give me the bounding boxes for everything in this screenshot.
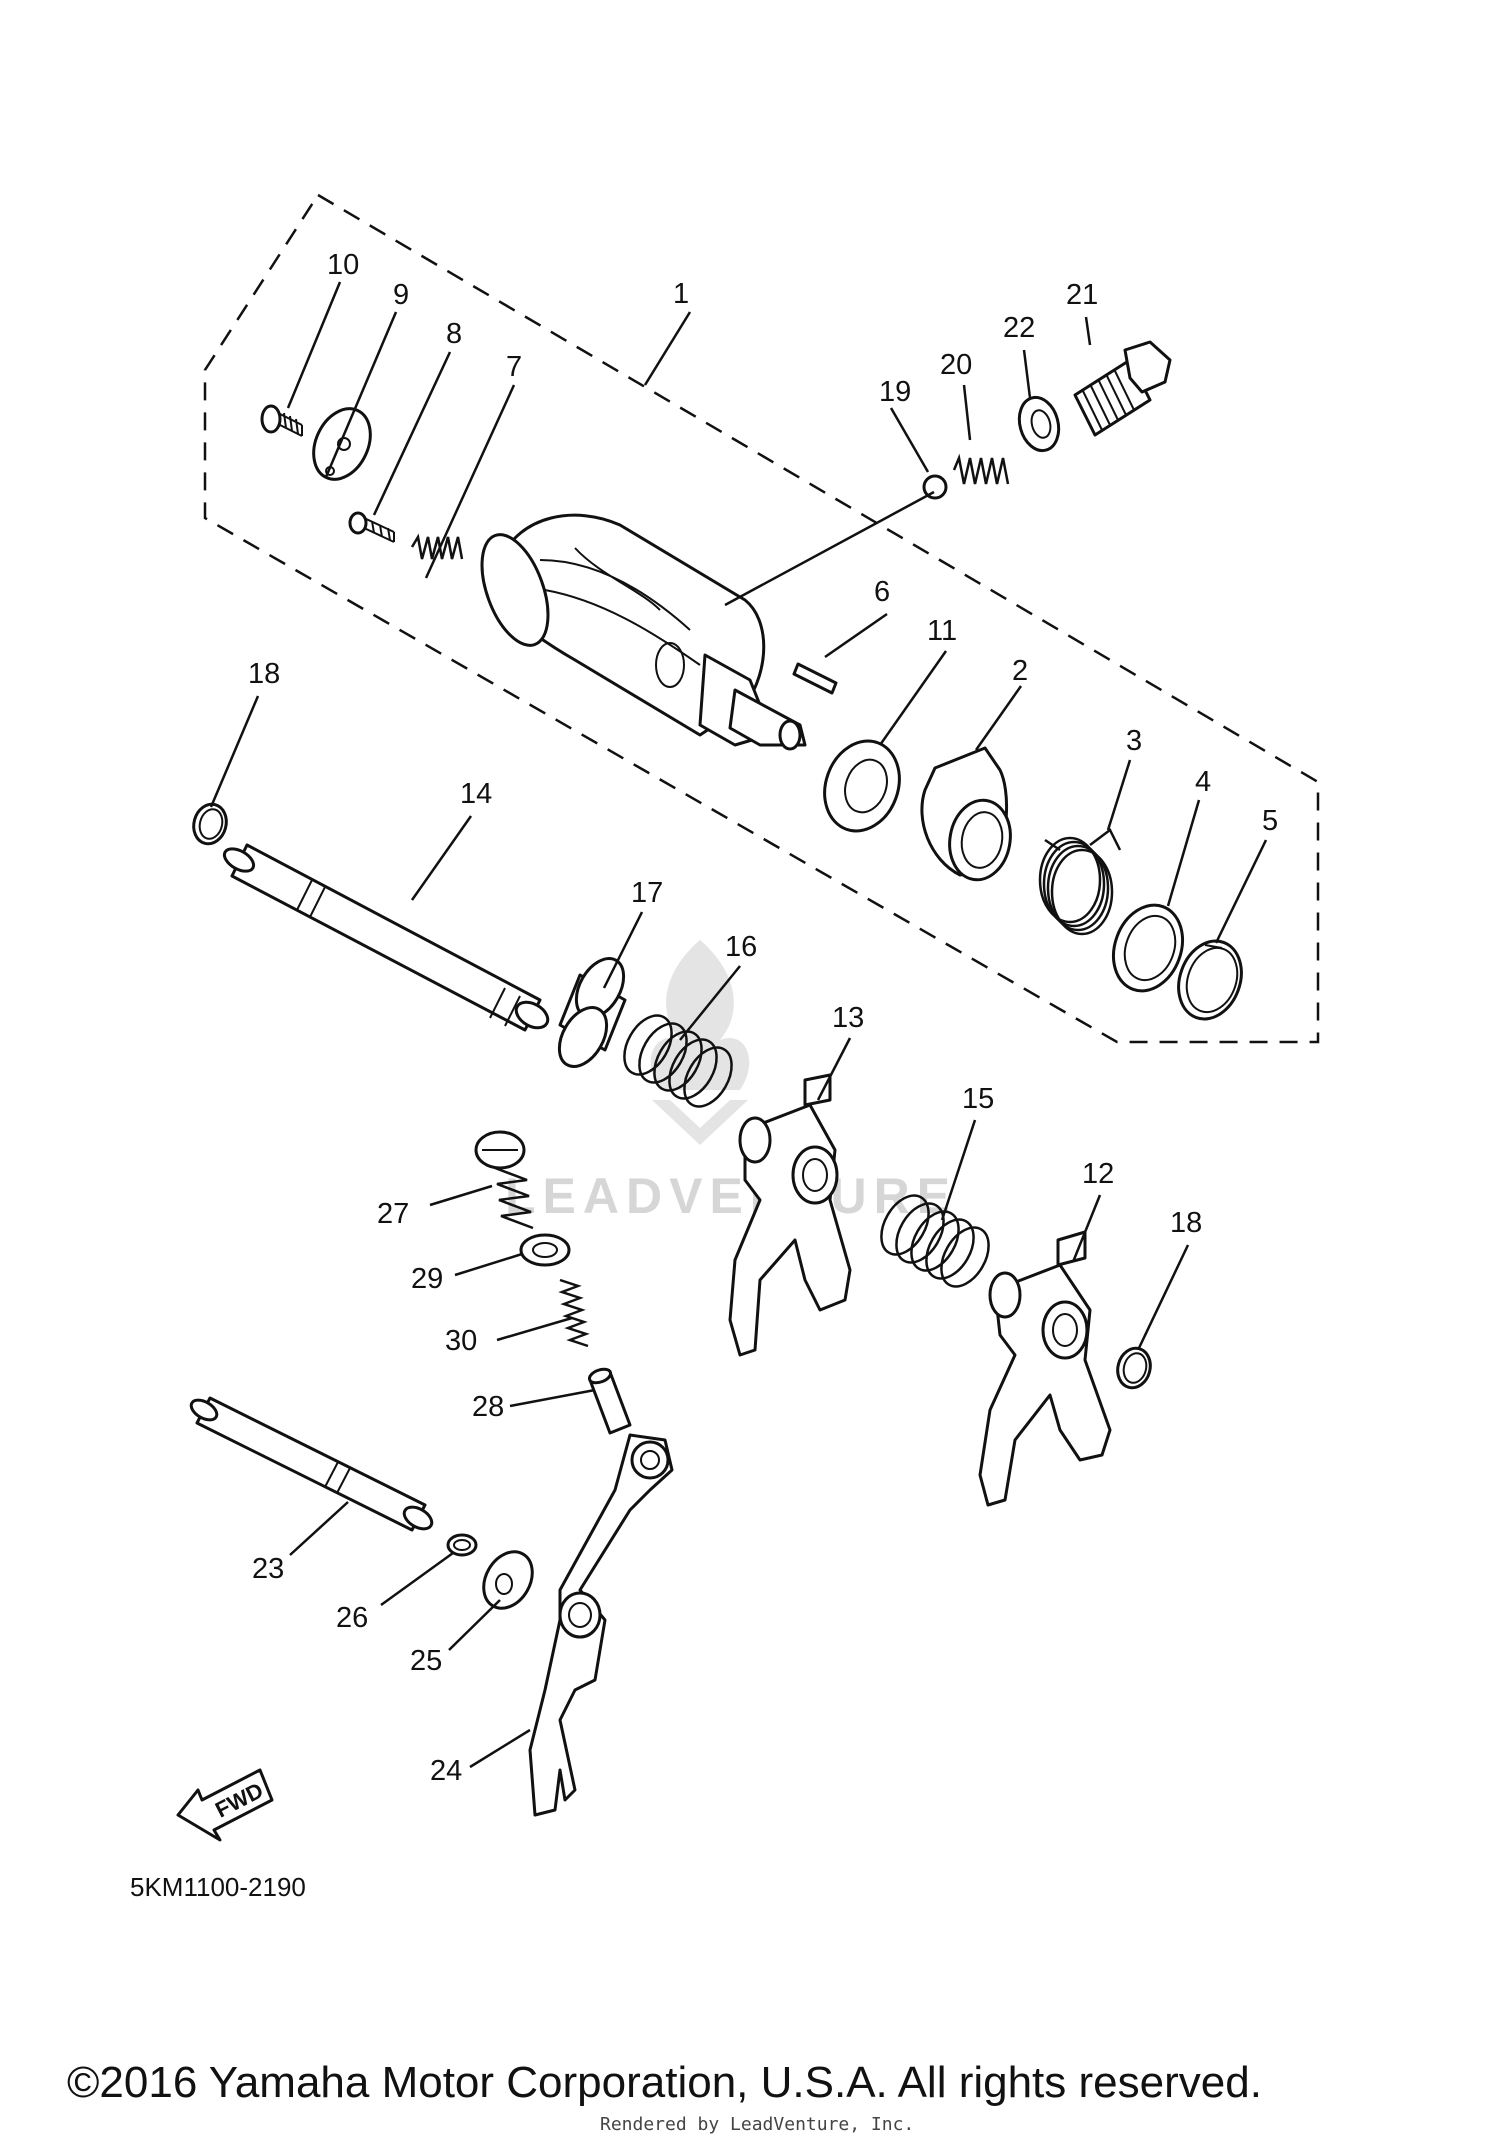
part-10-screw bbox=[260, 404, 303, 437]
part-30-spring bbox=[558, 1278, 590, 1348]
part-11-lock-washer bbox=[823, 739, 901, 833]
render-credit: Rendered by LeadVenture, Inc. bbox=[600, 2114, 914, 2135]
part-13-shift-fork bbox=[728, 1073, 852, 1357]
callout-19: 19 bbox=[879, 376, 911, 408]
callout-8: 8 bbox=[446, 318, 462, 350]
callout-7: 7 bbox=[506, 351, 522, 383]
callout-29: 29 bbox=[411, 1263, 443, 1295]
callout-12: 12 bbox=[1082, 1158, 1114, 1190]
part-7-spring bbox=[410, 533, 464, 560]
callout-23: 23 bbox=[252, 1553, 284, 1585]
part-1-shift-drum bbox=[480, 513, 807, 751]
watermark: LEADVENTURE bbox=[505, 940, 957, 1224]
callout-18-right: 18 bbox=[1170, 1207, 1202, 1239]
part-16-spring bbox=[623, 1014, 733, 1108]
callout-22: 22 bbox=[1003, 312, 1035, 344]
part-20-spring bbox=[952, 453, 1010, 485]
callout-2: 2 bbox=[1012, 655, 1028, 687]
callout-13: 13 bbox=[832, 1002, 864, 1034]
watermark-text: LEADVENTURE bbox=[505, 1168, 957, 1224]
callouts: 1 2 3 4 5 6 7 8 9 10 11 12 13 14 15 16 1… bbox=[248, 249, 1278, 1787]
part-9-plate bbox=[312, 407, 372, 481]
part-23-shaft bbox=[189, 1396, 434, 1532]
part-15-spring bbox=[880, 1194, 990, 1288]
callout-27: 27 bbox=[377, 1198, 409, 1230]
callout-17: 17 bbox=[631, 877, 663, 909]
callout-16: 16 bbox=[725, 931, 757, 963]
callout-9: 9 bbox=[393, 279, 409, 311]
part-18-circlip-right bbox=[1116, 1346, 1152, 1390]
part-3-torsion-spring bbox=[1038, 828, 1122, 936]
part-29-washer bbox=[519, 1233, 571, 1267]
part-8-bolt bbox=[348, 511, 395, 543]
part-6-pin bbox=[792, 662, 838, 695]
assembly-boundary bbox=[203, 193, 1320, 1044]
part-19-ball bbox=[922, 474, 948, 500]
callout-20: 20 bbox=[940, 349, 972, 381]
callout-30: 30 bbox=[445, 1325, 477, 1357]
callout-4: 4 bbox=[1195, 766, 1211, 798]
callout-6: 6 bbox=[874, 576, 890, 608]
part-2-segment bbox=[920, 746, 1012, 882]
part-18-circlip-left bbox=[192, 802, 228, 846]
part-22-washer bbox=[1017, 395, 1061, 453]
callout-26: 26 bbox=[336, 1602, 368, 1634]
part-14-shaft bbox=[222, 843, 550, 1032]
part-21-plug-bolt bbox=[1073, 340, 1172, 437]
copyright-notice: ©2016 Yamaha Motor Corporation, U.S.A. A… bbox=[67, 2058, 1262, 2107]
part-12-shift-fork bbox=[978, 1230, 1112, 1507]
callout-25: 25 bbox=[410, 1645, 442, 1677]
part-17-collar bbox=[557, 957, 627, 1068]
callout-15: 15 bbox=[962, 1083, 994, 1115]
callout-1: 1 bbox=[673, 278, 689, 310]
part-5-circlip bbox=[1177, 939, 1243, 1021]
callout-5: 5 bbox=[1262, 805, 1278, 837]
callout-21: 21 bbox=[1066, 279, 1098, 311]
arrow-fwd-icon: FWD bbox=[176, 1768, 274, 1842]
callout-11: 11 bbox=[927, 615, 957, 647]
part-28-pin bbox=[587, 1367, 632, 1435]
part-26-circlip bbox=[446, 1533, 478, 1557]
part-4-washer bbox=[1112, 903, 1184, 993]
part-27-bolt bbox=[474, 1130, 534, 1230]
callout-24: 24 bbox=[430, 1755, 462, 1787]
part-24-shift-lever bbox=[528, 1433, 674, 1817]
callout-14: 14 bbox=[460, 778, 492, 810]
callout-18-left: 18 bbox=[248, 658, 280, 690]
callout-28: 28 bbox=[472, 1391, 504, 1423]
part-25-washer bbox=[482, 1550, 534, 1610]
callout-3: 3 bbox=[1126, 725, 1142, 757]
catalog-code: 5KM1100-2190 bbox=[130, 1872, 306, 1902]
leader-lines bbox=[209, 281, 1268, 1769]
callout-10: 10 bbox=[327, 249, 359, 281]
